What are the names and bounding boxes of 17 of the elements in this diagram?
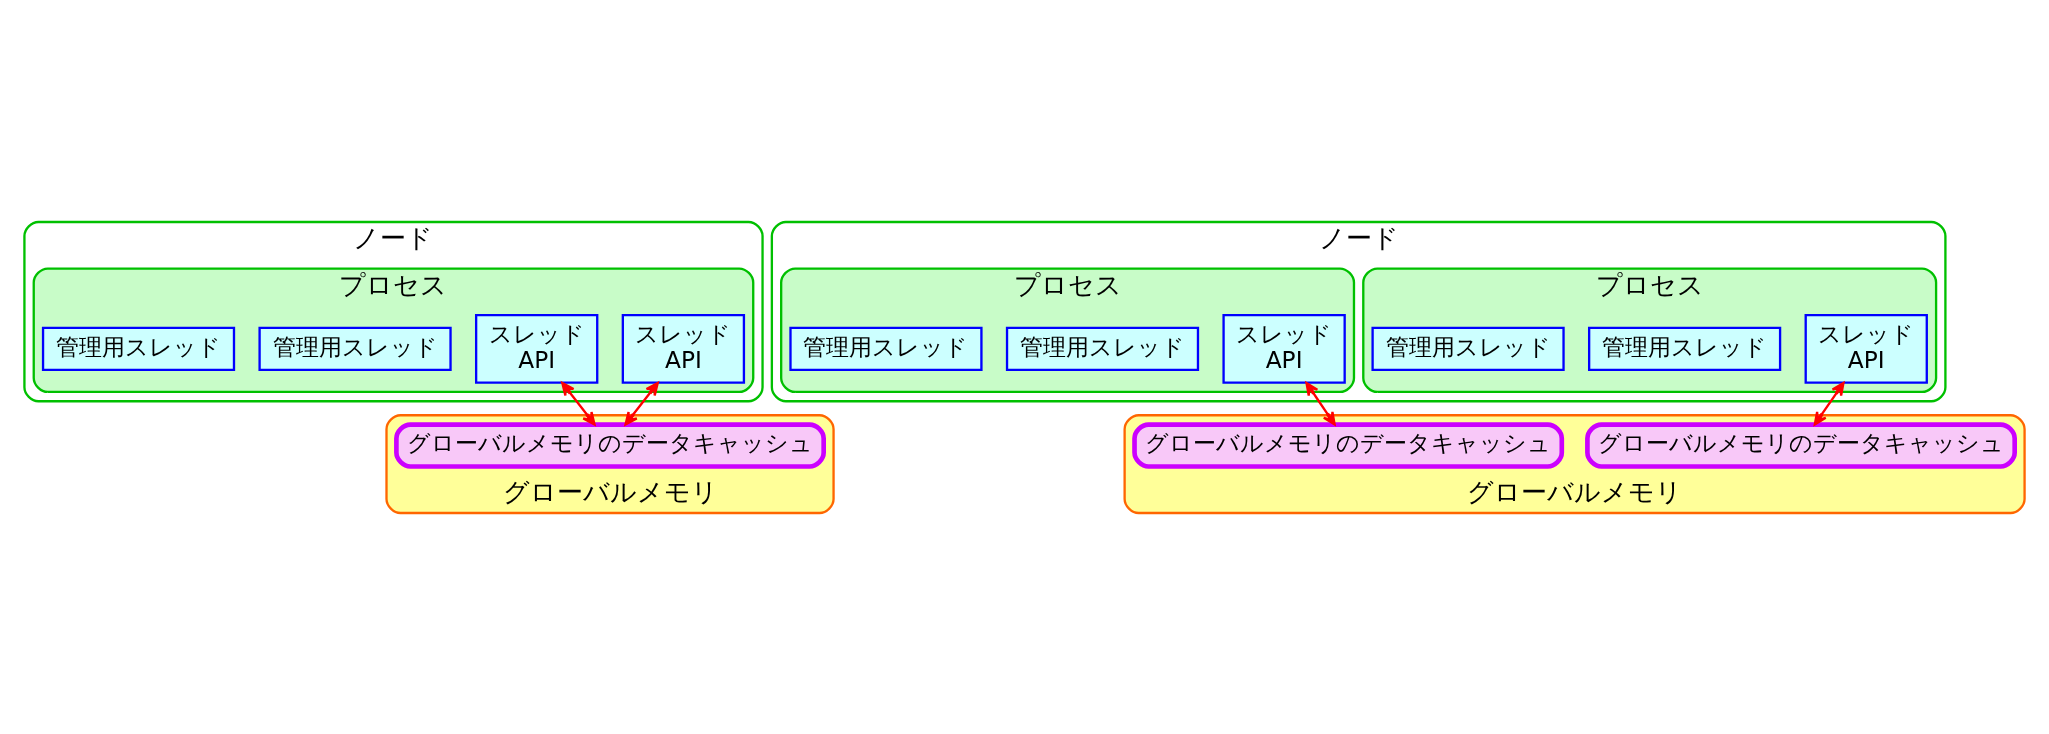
node-box: スレッド API: [475, 313, 599, 384]
arrow: [1305, 381, 1336, 426]
node-box: スレッド API: [1222, 313, 1346, 384]
node-box: グローバルメモリのデータキャッシュ: [1585, 421, 2017, 469]
node-box: スレッド API: [1804, 313, 1928, 384]
node-box: 管理用スレッド: [41, 326, 236, 371]
node-box: 管理用スレッド: [1371, 326, 1565, 371]
arrow: [561, 381, 596, 426]
arrow: [624, 381, 659, 426]
node-box: グローバルメモリのデータキャッシュ: [394, 421, 826, 469]
node-box: 管理用スレッド: [258, 326, 452, 371]
arrow: [1813, 381, 1845, 426]
node-box: スレッド API: [621, 313, 746, 384]
node-box: 管理用スレッド: [1005, 326, 1200, 371]
node-box: 管理用スレッド: [789, 326, 983, 371]
node-box: 管理用スレッド: [1588, 326, 1782, 371]
node-box: グローバルメモリのデータキャッシュ: [1132, 421, 1565, 469]
